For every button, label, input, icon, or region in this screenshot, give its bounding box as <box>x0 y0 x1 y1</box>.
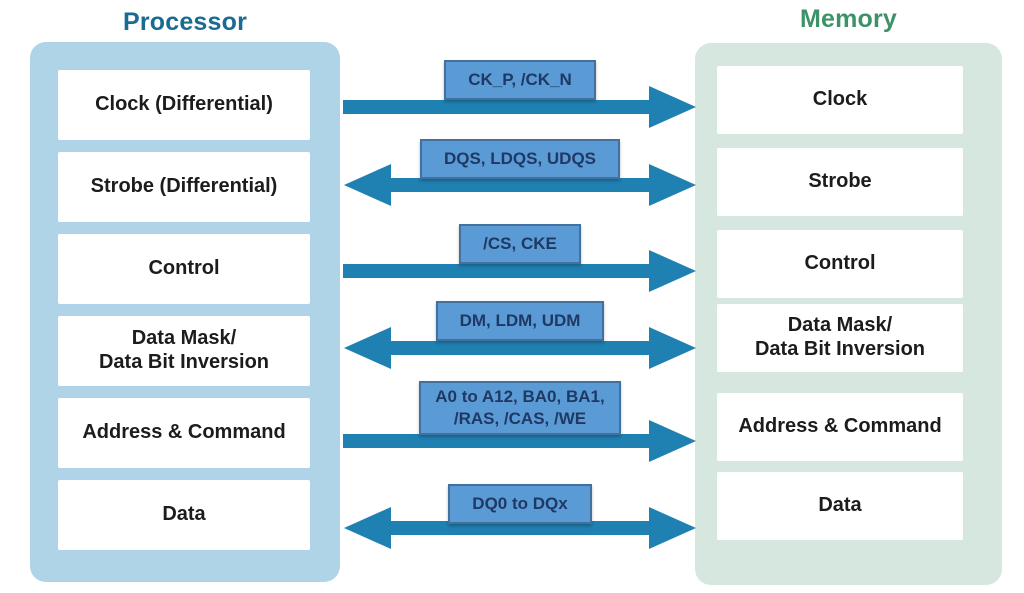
memory-panel: Clock Strobe Control Data Mask/ Data Bit… <box>695 43 1002 585</box>
bus-row: DQS, LDQS, UDQS <box>343 139 697 180</box>
processor-box-data-mask: Data Mask/ Data Bit Inversion <box>58 316 310 386</box>
bus-label-clock-signals: CK_P, /CK_N <box>444 60 596 101</box>
processor-box-strobe: Strobe (Differential) <box>58 152 310 222</box>
bidirectional-arrow-icon <box>344 164 696 206</box>
right-arrow-icon <box>343 250 696 292</box>
processor-box-address-command: Address & Command <box>58 398 310 468</box>
bus-label-mask-signals: DM, LDM, UDM <box>435 301 605 342</box>
bus-label-strobe-signals: DQS, LDQS, UDQS <box>419 139 621 180</box>
right-arrow-icon <box>343 86 696 128</box>
bidirectional-arrow-icon <box>344 507 696 549</box>
bus-row: A0 to A12, BA0, BA1, /RAS, /CAS, /WE <box>343 381 697 436</box>
bus-label-control-signals: /CS, CKE <box>459 224 581 265</box>
memory-title: Memory <box>799 5 898 33</box>
bus-row: DM, LDM, UDM <box>343 301 697 342</box>
processor-box-clock: Clock (Differential) <box>58 70 310 140</box>
bidirectional-arrow-icon <box>344 327 696 369</box>
memory-box-address-command: Address & Command <box>717 393 963 461</box>
bus-row: CK_P, /CK_N <box>343 60 697 101</box>
memory-box-data: Data <box>717 472 963 540</box>
memory-box-strobe: Strobe <box>717 148 963 216</box>
memory-box-control: Control <box>717 230 963 298</box>
processor-title: Processor <box>122 8 248 36</box>
bus-label-data-signals: DQ0 to DQx <box>448 484 592 525</box>
bus-row: DQ0 to DQx <box>343 484 697 525</box>
bus-label-address-signals: A0 to A12, BA0, BA1, /RAS, /CAS, /WE <box>419 381 621 436</box>
processor-box-data: Data <box>58 480 310 550</box>
bus-row: /CS, CKE <box>343 224 697 265</box>
processor-panel: Clock (Differential) Strobe (Differentia… <box>30 42 340 582</box>
memory-box-data-mask: Data Mask/ Data Bit Inversion <box>717 304 963 372</box>
processor-box-control: Control <box>58 234 310 304</box>
memory-box-clock: Clock <box>717 66 963 134</box>
right-arrow-icon <box>343 420 696 462</box>
